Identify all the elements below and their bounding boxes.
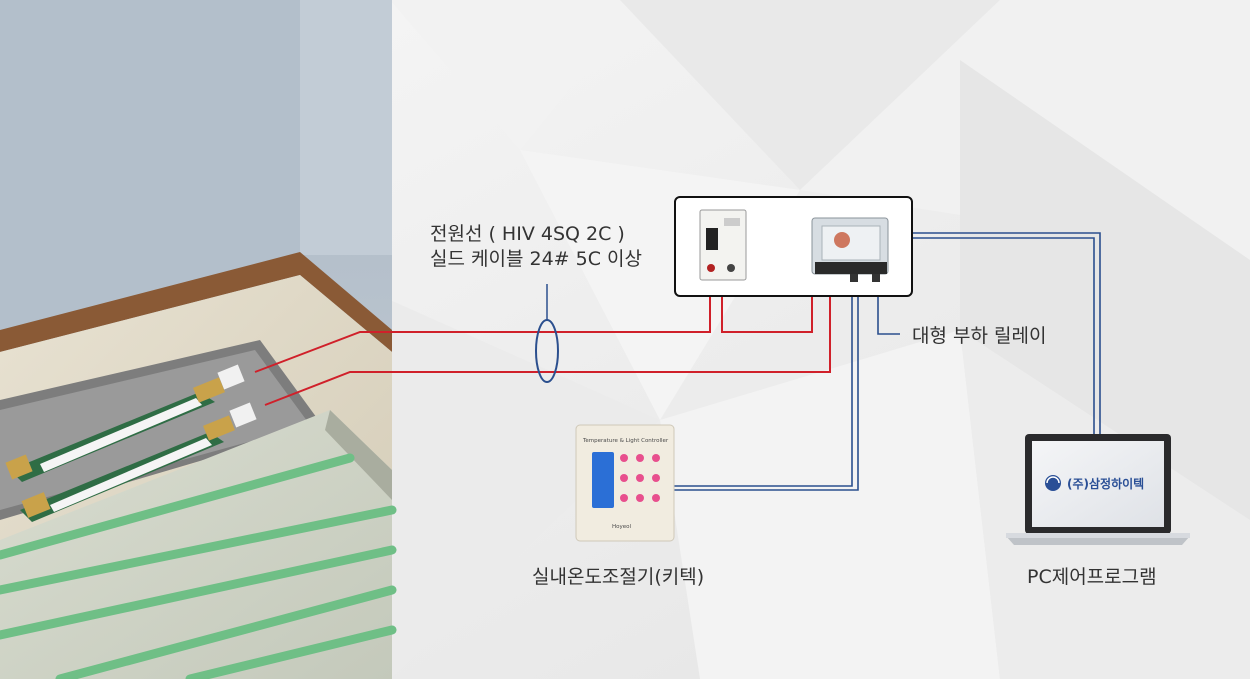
heating-pipes <box>0 453 397 679</box>
heating-element-lower <box>20 402 257 522</box>
heating-element-upper <box>5 364 245 482</box>
thermostat-header: Temperature & Light Controller <box>582 438 669 444</box>
power-relay-icon <box>811 217 889 282</box>
relay-label: 대형 부하 릴레이 <box>912 325 1047 347</box>
thermostat-brand: Hoyeol <box>612 524 632 530</box>
floor-heating-illustration <box>0 0 397 679</box>
pc-program-label: PC제어프로그램 <box>1027 566 1157 588</box>
thermostat-icon: Temperature & Light Controller Hoyeol <box>575 424 675 542</box>
cable-spec-line1: 전원선 ( HIV 4SQ 2C ) <box>430 223 625 245</box>
logo-text: (주)삼정하이텍 <box>1067 476 1144 491</box>
signal-wires <box>672 232 1101 491</box>
control-box <box>674 196 913 297</box>
thermostat-label: 실내온도조절기(키텍) <box>532 566 705 588</box>
laptop-icon: (주)삼정하이텍 <box>1006 434 1190 545</box>
cable-spec-line2: 실드 케이블 24# 5C 이상 <box>430 248 642 270</box>
circuit-breaker-icon <box>699 209 747 281</box>
cable-bundle-marker <box>535 284 559 383</box>
cable-spec-label: 전원선 ( HIV 4SQ 2C ) 실드 케이블 24# 5C 이상 <box>430 222 642 272</box>
company-logo: (주)삼정하이텍 <box>1045 475 1144 491</box>
